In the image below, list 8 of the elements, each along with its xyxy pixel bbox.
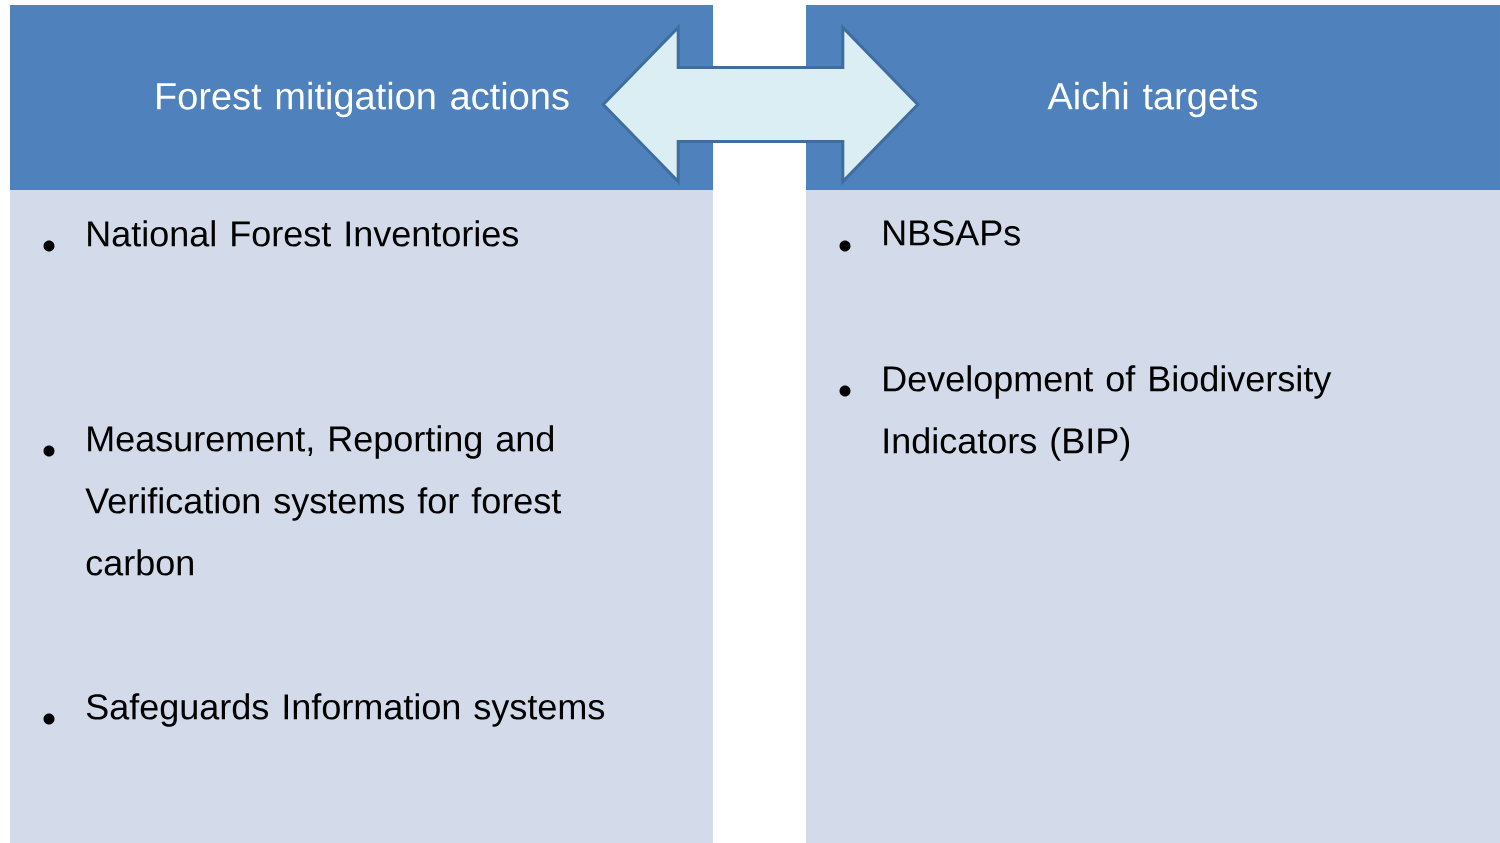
double-arrow [601,23,920,186]
list-item: NBSAPs [884,220,1020,246]
list-item: Measurement, Reporting and Verification systems for forest carbon [85,425,562,576]
header-band: Aichi targets [806,5,1500,190]
list-item: Development of Biodiversity Indicators (BIP) [884,365,1332,461]
header-band: Forest mitigation actions [10,5,713,190]
list-item: National Forest Inventories [88,220,519,247]
list-item: Safeguards Information systems [86,693,605,727]
